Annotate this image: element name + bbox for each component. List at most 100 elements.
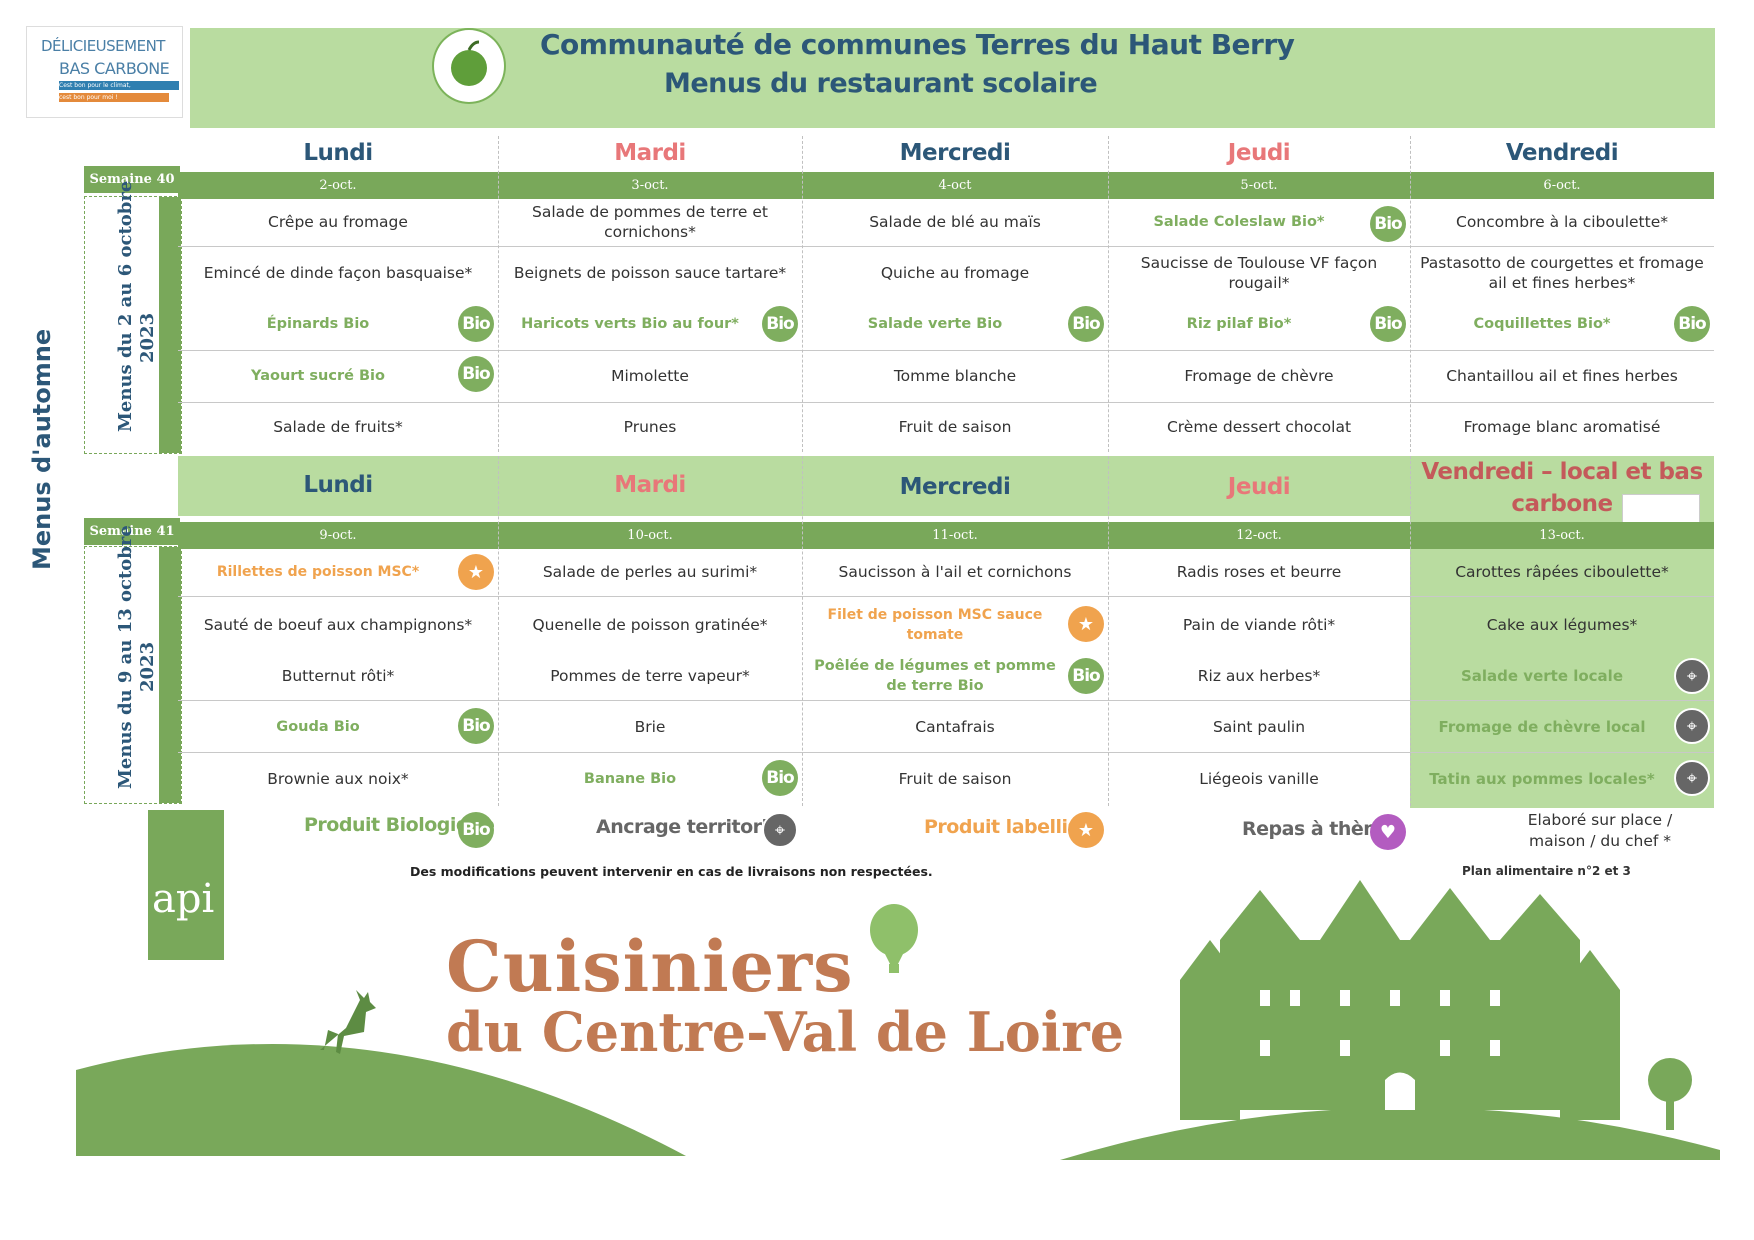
week1-day-tuesday: Mardi bbox=[614, 140, 686, 166]
week1-tue-side: Haricots verts Bio au four* bbox=[521, 316, 739, 332]
logo-tag1: Cest bon pour le climat, bbox=[59, 81, 179, 90]
week2-thu-main: Pain de viande rôti* bbox=[1182, 616, 1336, 634]
week1-date-bar bbox=[178, 172, 1714, 199]
week2-fri-side: Salade verte locale bbox=[1460, 667, 1623, 685]
week1-fri-side: Coquillettes Bio* bbox=[1473, 316, 1611, 332]
week2-date-thursday: 12-oct. bbox=[1236, 528, 1282, 543]
week1-wed-dessert: Fruit de saison bbox=[898, 418, 1012, 436]
week1-col-divider bbox=[802, 136, 804, 452]
week1-col-divider bbox=[1108, 136, 1110, 452]
week1-date-friday: 6-oct. bbox=[1543, 178, 1581, 193]
week2-mon-main: Sauté de boeuf aux champignons* bbox=[203, 616, 473, 634]
apple-logo-icon bbox=[432, 28, 506, 104]
week1-thu-main: Saucisse de Toulouse VF façon rougail* bbox=[1140, 254, 1378, 292]
week1-row-divider bbox=[178, 402, 1714, 403]
week2-tue-dairy: Brie bbox=[634, 718, 666, 736]
logo-line2: BAS CARBONE bbox=[59, 59, 170, 78]
week1-fri-dairy: Chantaillou ail et fines herbes bbox=[1446, 367, 1678, 385]
week2-wed-dairy: Cantafrais bbox=[915, 718, 995, 736]
legend-local: Ancrage territorial bbox=[596, 816, 786, 838]
week1-wed-starter: Salade de blé au maïs bbox=[869, 213, 1041, 231]
week2-mon-side: Butternut rôti* bbox=[281, 667, 395, 685]
week2-row-divider bbox=[178, 700, 1714, 701]
week1-day-wednesday: Mercredi bbox=[899, 140, 1011, 166]
week1-mon-side: Épinards Bio bbox=[266, 316, 370, 332]
week1-row-divider bbox=[178, 246, 1714, 247]
local-badge-icon: ⌖ bbox=[1674, 708, 1710, 744]
week1-tue-main: Beignets de poisson sauce tartare* bbox=[513, 264, 787, 282]
bio-badge-icon: Bio bbox=[458, 306, 494, 342]
week2-col-divider bbox=[1410, 456, 1412, 806]
week2-mon-dairy: Gouda Bio bbox=[276, 719, 360, 735]
week2-tue-side: Pommes de terre vapeur* bbox=[550, 667, 750, 685]
castle-illustration bbox=[1060, 880, 1720, 1160]
logo-line1: DÉLICIEUSEMENT bbox=[41, 37, 165, 55]
week1-fri-starter: Concombre à la ciboulette* bbox=[1456, 213, 1668, 231]
week1-wed-dairy: Tomme blanche bbox=[893, 367, 1017, 385]
brand-line2: du Centre-Val de Loire bbox=[446, 1000, 1125, 1064]
week2-fri-starter: Carottes râpées ciboulette* bbox=[1455, 563, 1669, 581]
week2-wed-dessert: Fruit de saison bbox=[898, 770, 1012, 788]
side-label: Menus d'automne bbox=[28, 328, 56, 570]
week2-thu-dessert: Liégeois vanille bbox=[1199, 770, 1319, 788]
theme-badge-icon: ♥ bbox=[1370, 814, 1406, 850]
week2-col-divider bbox=[498, 456, 500, 806]
local-badge-icon: ⌖ bbox=[1674, 760, 1710, 796]
week2-date-friday: 13-oct. bbox=[1539, 528, 1585, 543]
week2-day-wednesday: Mercredi bbox=[899, 474, 1011, 500]
week1-date-tuesday: 3-oct. bbox=[631, 178, 669, 193]
bio-badge-icon: Bio bbox=[1370, 206, 1406, 242]
week2-wed-side: Poêlée de légumes et pomme de terre Bio bbox=[814, 658, 1056, 694]
week1-date-wednesday: 4-oct bbox=[938, 178, 972, 193]
week2-fri-main: Cake aux légumes* bbox=[1486, 616, 1638, 634]
week2-wed-main: Filet de poisson MSC sauce tomate bbox=[827, 607, 1043, 643]
brand-line1: Cuisiniers bbox=[446, 925, 854, 1008]
week1-fri-dessert: Fromage blanc aromatisé bbox=[1463, 418, 1661, 436]
week2-col-divider bbox=[802, 456, 804, 806]
bio-badge-icon: Bio bbox=[762, 306, 798, 342]
legend-theme: Repas à thème bbox=[1242, 818, 1395, 840]
week2-day-friday: Vendredi – local et bas carbone bbox=[1421, 459, 1703, 517]
label-badge-icon: ★ bbox=[1068, 606, 1104, 642]
week2-wed-starter: Saucisson à l'ail et cornichons bbox=[838, 563, 1072, 581]
bio-badge-icon: Bio bbox=[1068, 658, 1104, 694]
week2-date-bar bbox=[178, 522, 1714, 549]
bio-badge-icon: Bio bbox=[1068, 306, 1104, 342]
hill-deer-illustration bbox=[76, 990, 686, 1156]
week2-mon-starter: Rillettes de poisson MSC* bbox=[216, 564, 420, 580]
week2-day-thursday: Jeudi bbox=[1227, 474, 1291, 500]
week1-mon-dairy: Yaourt sucré Bio bbox=[251, 368, 385, 384]
local-badge-icon: ⌖ bbox=[1674, 658, 1710, 694]
week2-header-band bbox=[178, 456, 1410, 516]
week2-tue-dessert: Banane Bio bbox=[583, 771, 677, 787]
week1-row-divider bbox=[178, 350, 1714, 351]
bio-badge-icon: Bio bbox=[1370, 306, 1406, 342]
page-title: Communauté de communes Terres du Haut Be… bbox=[540, 28, 1295, 61]
week1-day-friday: Vendredi bbox=[1505, 140, 1619, 166]
week1-tue-dairy: Mimolette bbox=[611, 367, 689, 385]
week1-tag: Semaine 40 bbox=[84, 166, 180, 193]
legend-bio: Produit Biologique bbox=[304, 814, 495, 836]
week2-tue-main: Quenelle de poisson gratinée* bbox=[532, 616, 768, 634]
api-logo: api bbox=[148, 810, 224, 960]
week2-thu-dairy: Saint paulin bbox=[1212, 718, 1306, 736]
week1-thu-side: Riz pilaf Bio* bbox=[1186, 316, 1292, 332]
week1-vertical-label: Menus du 2 au 6 octobre 2023 bbox=[84, 181, 182, 454]
local-badge-icon: ⌖ bbox=[762, 812, 798, 848]
week1-col-divider bbox=[1410, 136, 1412, 452]
week1-mon-main: Emincé de dinde façon basquaise* bbox=[203, 264, 473, 282]
week1-wed-side: Salade verte Bio bbox=[867, 316, 1003, 332]
week1-day-thursday: Jeudi bbox=[1227, 140, 1291, 166]
bio-badge-icon: Bio bbox=[458, 708, 494, 744]
page-subtitle: Menus du restaurant scolaire bbox=[664, 68, 1098, 99]
week2-tue-starter: Salade de perles au surimi* bbox=[542, 563, 758, 581]
week2-row-divider bbox=[178, 596, 1714, 597]
hot-air-balloon-icon bbox=[870, 904, 918, 973]
week1-thu-dairy: Fromage de chèvre bbox=[1184, 367, 1334, 385]
bio-badge-icon: Bio bbox=[458, 812, 494, 848]
week2-fri-dessert: Tatin aux pommes locales* bbox=[1429, 770, 1655, 788]
bio-badge-icon: Bio bbox=[762, 760, 798, 796]
week1-fri-main: Pastasotto de courgettes et fromage ail … bbox=[1420, 254, 1704, 292]
week2-day-monday: Lundi bbox=[303, 472, 373, 498]
week2-col-divider bbox=[1108, 456, 1110, 806]
